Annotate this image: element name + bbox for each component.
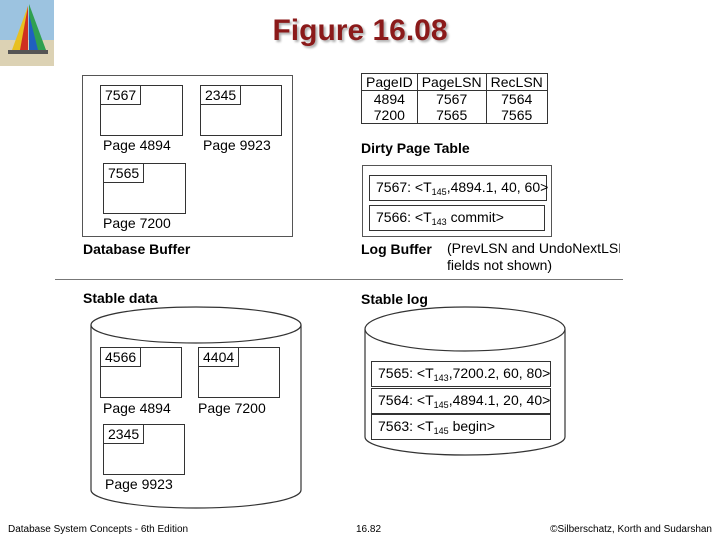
page-label: Page 9923 <box>105 476 173 492</box>
column-header: PageLSN <box>416 73 487 91</box>
page-lsn: 7565 <box>104 164 145 183</box>
log-record: 7566: <T143 commit> <box>369 205 545 231</box>
column-header: PageID <box>361 73 418 91</box>
page-label: Page 7200 <box>198 400 266 416</box>
log-buffer-label: Log Buffer <box>361 241 432 257</box>
page-lsn: 2345 <box>104 425 145 444</box>
page-label: Page 9923 <box>203 137 271 153</box>
dirty-page-table: PageID PageLSN RecLSN 4894 7567 7564 720… <box>361 73 548 124</box>
database-buffer-label: Database Buffer <box>83 241 191 257</box>
page-label: Page 7200 <box>103 215 171 231</box>
column-header: RecLSN <box>485 73 548 91</box>
table-cell: 7565 <box>485 107 548 124</box>
page-lsn: 7567 <box>101 86 142 105</box>
page-label: Page 4894 <box>103 137 171 153</box>
buffer-page-7200: 7565 <box>103 163 186 214</box>
page-title: Figure 16.08 <box>272 14 448 47</box>
footer-left: Database System Concepts - 6th Edition <box>8 524 189 535</box>
buffer-page-9923: 2345 <box>200 85 282 136</box>
footer-right: ©Silberschatz, Korth and Sudarshan <box>550 524 712 535</box>
page-lsn: 4404 <box>199 348 240 367</box>
page-label: Page 4894 <box>103 400 171 416</box>
stable-log-label: Stable log <box>361 291 428 307</box>
log-buffer-box <box>362 165 552 237</box>
dirty-page-table-label: Dirty Page Table <box>361 140 470 156</box>
page-lsn: 2345 <box>201 86 242 105</box>
log-record: 7565: <T143,7200.2, 60, 80> <box>371 361 551 387</box>
divider <box>55 279 623 280</box>
database-buffer-box <box>82 75 293 237</box>
log-buffer-note: (PrevLSN and UndoNextLSN fields not show… <box>447 240 620 273</box>
footer-center: 16.82 <box>356 524 382 535</box>
table-row: 7200 7565 7565 <box>361 107 548 124</box>
table-cell: 7565 <box>416 107 487 124</box>
log-record: 7564: <T145,4894.1, 20, 40> <box>371 388 551 414</box>
table-cell: 7564 <box>485 90 548 107</box>
log-record: 7567: <T145,4894.1, 40, 60> <box>369 175 548 201</box>
stable-page-4894: 4566 <box>100 347 182 398</box>
stable-page-7200: 4404 <box>198 347 280 398</box>
buffer-page-4894: 7567 <box>100 85 183 136</box>
table-cell: 4894 <box>361 90 418 107</box>
table-cell: 7200 <box>361 107 418 124</box>
sailboat-logo-icon <box>0 0 54 66</box>
stable-page-9923: 2345 <box>103 424 185 475</box>
table-cell: 7567 <box>416 90 487 107</box>
table-row: 4894 7567 7564 <box>361 90 548 107</box>
stable-data-label: Stable data <box>83 290 158 306</box>
page-lsn: 4566 <box>101 348 142 367</box>
log-record: 7563: <T145 begin> <box>371 414 551 440</box>
